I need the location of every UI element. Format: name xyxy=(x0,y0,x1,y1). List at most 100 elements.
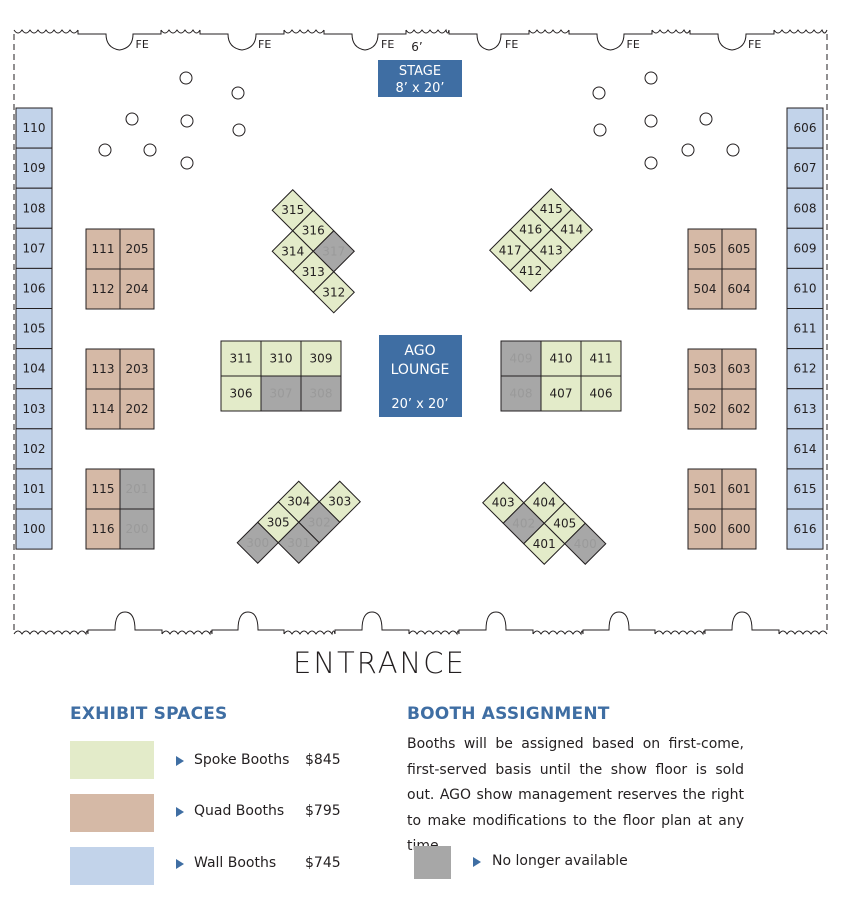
round-table xyxy=(592,86,606,100)
wall-segment xyxy=(283,29,325,34)
fire-extinguisher-door xyxy=(323,30,407,51)
quad-swatch xyxy=(70,794,154,832)
round-table xyxy=(644,114,658,128)
door-dimension: 6’ xyxy=(411,40,422,54)
booth-number: 116 xyxy=(92,522,115,536)
booth-612: 612 xyxy=(786,348,824,390)
entrance-door xyxy=(334,611,410,634)
booth-assignment-text: Booths will be assigned based on first-c… xyxy=(407,736,744,854)
booth-number: 605 xyxy=(728,242,751,256)
round-table xyxy=(143,143,157,157)
booth-204: 204 xyxy=(119,268,155,310)
booth-109: 109 xyxy=(15,147,53,189)
booth-number: 314 xyxy=(281,244,304,258)
entrance-label: ENTRANCE xyxy=(293,646,466,680)
bullet-triangle-icon xyxy=(176,807,184,817)
quad-label: Quad Booths xyxy=(194,803,285,819)
booth-111: 111 xyxy=(85,228,121,270)
lounge-line2: LOUNGE xyxy=(391,362,450,378)
booth-203: 203 xyxy=(119,348,155,390)
booth-number: 609 xyxy=(794,241,817,255)
booth-number: 104 xyxy=(23,362,46,376)
booth-number: 305 xyxy=(267,515,290,529)
booth-615: 615 xyxy=(786,468,824,510)
fe-label: FE xyxy=(258,38,271,51)
booth-number: 614 xyxy=(794,442,817,456)
wall-swatch xyxy=(70,847,154,885)
booth-number: 307 xyxy=(270,387,293,401)
booth-number: 300 xyxy=(246,536,269,550)
bullet-triangle-icon xyxy=(473,857,481,867)
round-table xyxy=(644,156,658,170)
booth-102: 102 xyxy=(15,428,53,470)
wall-segment xyxy=(13,29,79,34)
ago-lounge xyxy=(379,335,462,417)
booth-number: 407 xyxy=(550,387,573,401)
booth-number: 409 xyxy=(510,352,533,366)
wall-segment xyxy=(528,29,570,34)
spoke-price: $845 xyxy=(305,752,341,768)
spoke-label: Spoke Booths xyxy=(194,752,290,768)
booth-number: 603 xyxy=(728,362,751,376)
booth-number: 604 xyxy=(728,282,751,296)
booth-number: 113 xyxy=(92,362,115,376)
booth-200: 200 xyxy=(119,508,155,550)
wall-label: Wall Booths xyxy=(194,855,277,871)
booth-number: 115 xyxy=(92,482,115,496)
booth-300: 300 xyxy=(236,521,279,564)
booth-201: 201 xyxy=(119,468,155,510)
lounge-line1: AGO xyxy=(404,343,435,359)
booth-number: 303 xyxy=(328,495,351,509)
booth-number: 601 xyxy=(728,482,751,496)
booth-106: 106 xyxy=(15,267,53,309)
booth-number: 308 xyxy=(310,387,333,401)
booth-number: 408 xyxy=(510,387,533,401)
booth-number: 413 xyxy=(540,243,563,257)
unavailable-swatch xyxy=(414,846,451,879)
booth-614: 614 xyxy=(786,428,824,470)
round-table xyxy=(681,143,695,157)
stage-title: STAGE xyxy=(399,64,441,79)
booth-110: 110 xyxy=(15,107,53,149)
booth-108: 108 xyxy=(15,187,53,229)
booth-604: 604 xyxy=(721,268,757,310)
fire-extinguisher-door xyxy=(568,30,653,51)
booth-608: 608 xyxy=(786,187,824,229)
booth-number: 410 xyxy=(550,352,573,366)
booth-408: 408 xyxy=(500,375,542,412)
booth-104: 104 xyxy=(15,348,53,390)
booth-205: 205 xyxy=(119,228,155,270)
booth-317: 317 xyxy=(312,230,355,273)
booth-607: 607 xyxy=(786,147,824,189)
round-tables xyxy=(98,71,740,170)
wall-segment xyxy=(532,630,584,636)
booth-number: 317 xyxy=(322,244,345,258)
booth-306: 306 xyxy=(220,375,262,412)
booth-number: 612 xyxy=(794,362,817,376)
booth-number: 102 xyxy=(23,442,46,456)
booth-number: 602 xyxy=(728,402,751,416)
booth-503: 503 xyxy=(687,348,723,390)
spoke-swatch xyxy=(70,741,154,779)
round-table xyxy=(180,156,194,170)
booth-number: 414 xyxy=(560,223,583,237)
booth-600: 600 xyxy=(721,508,757,550)
booth-401: 401 xyxy=(523,522,566,565)
bullet-triangle-icon xyxy=(176,756,184,766)
booth-105: 105 xyxy=(15,308,53,350)
fe-label: FE xyxy=(627,38,640,51)
booth-number: 112 xyxy=(92,282,115,296)
booth-114: 114 xyxy=(85,388,121,430)
booth-number: 415 xyxy=(540,202,563,216)
quad-price: $795 xyxy=(305,803,341,819)
booth-609: 609 xyxy=(786,227,824,269)
wall-segment xyxy=(161,630,213,636)
booth-number: 401 xyxy=(533,537,556,551)
